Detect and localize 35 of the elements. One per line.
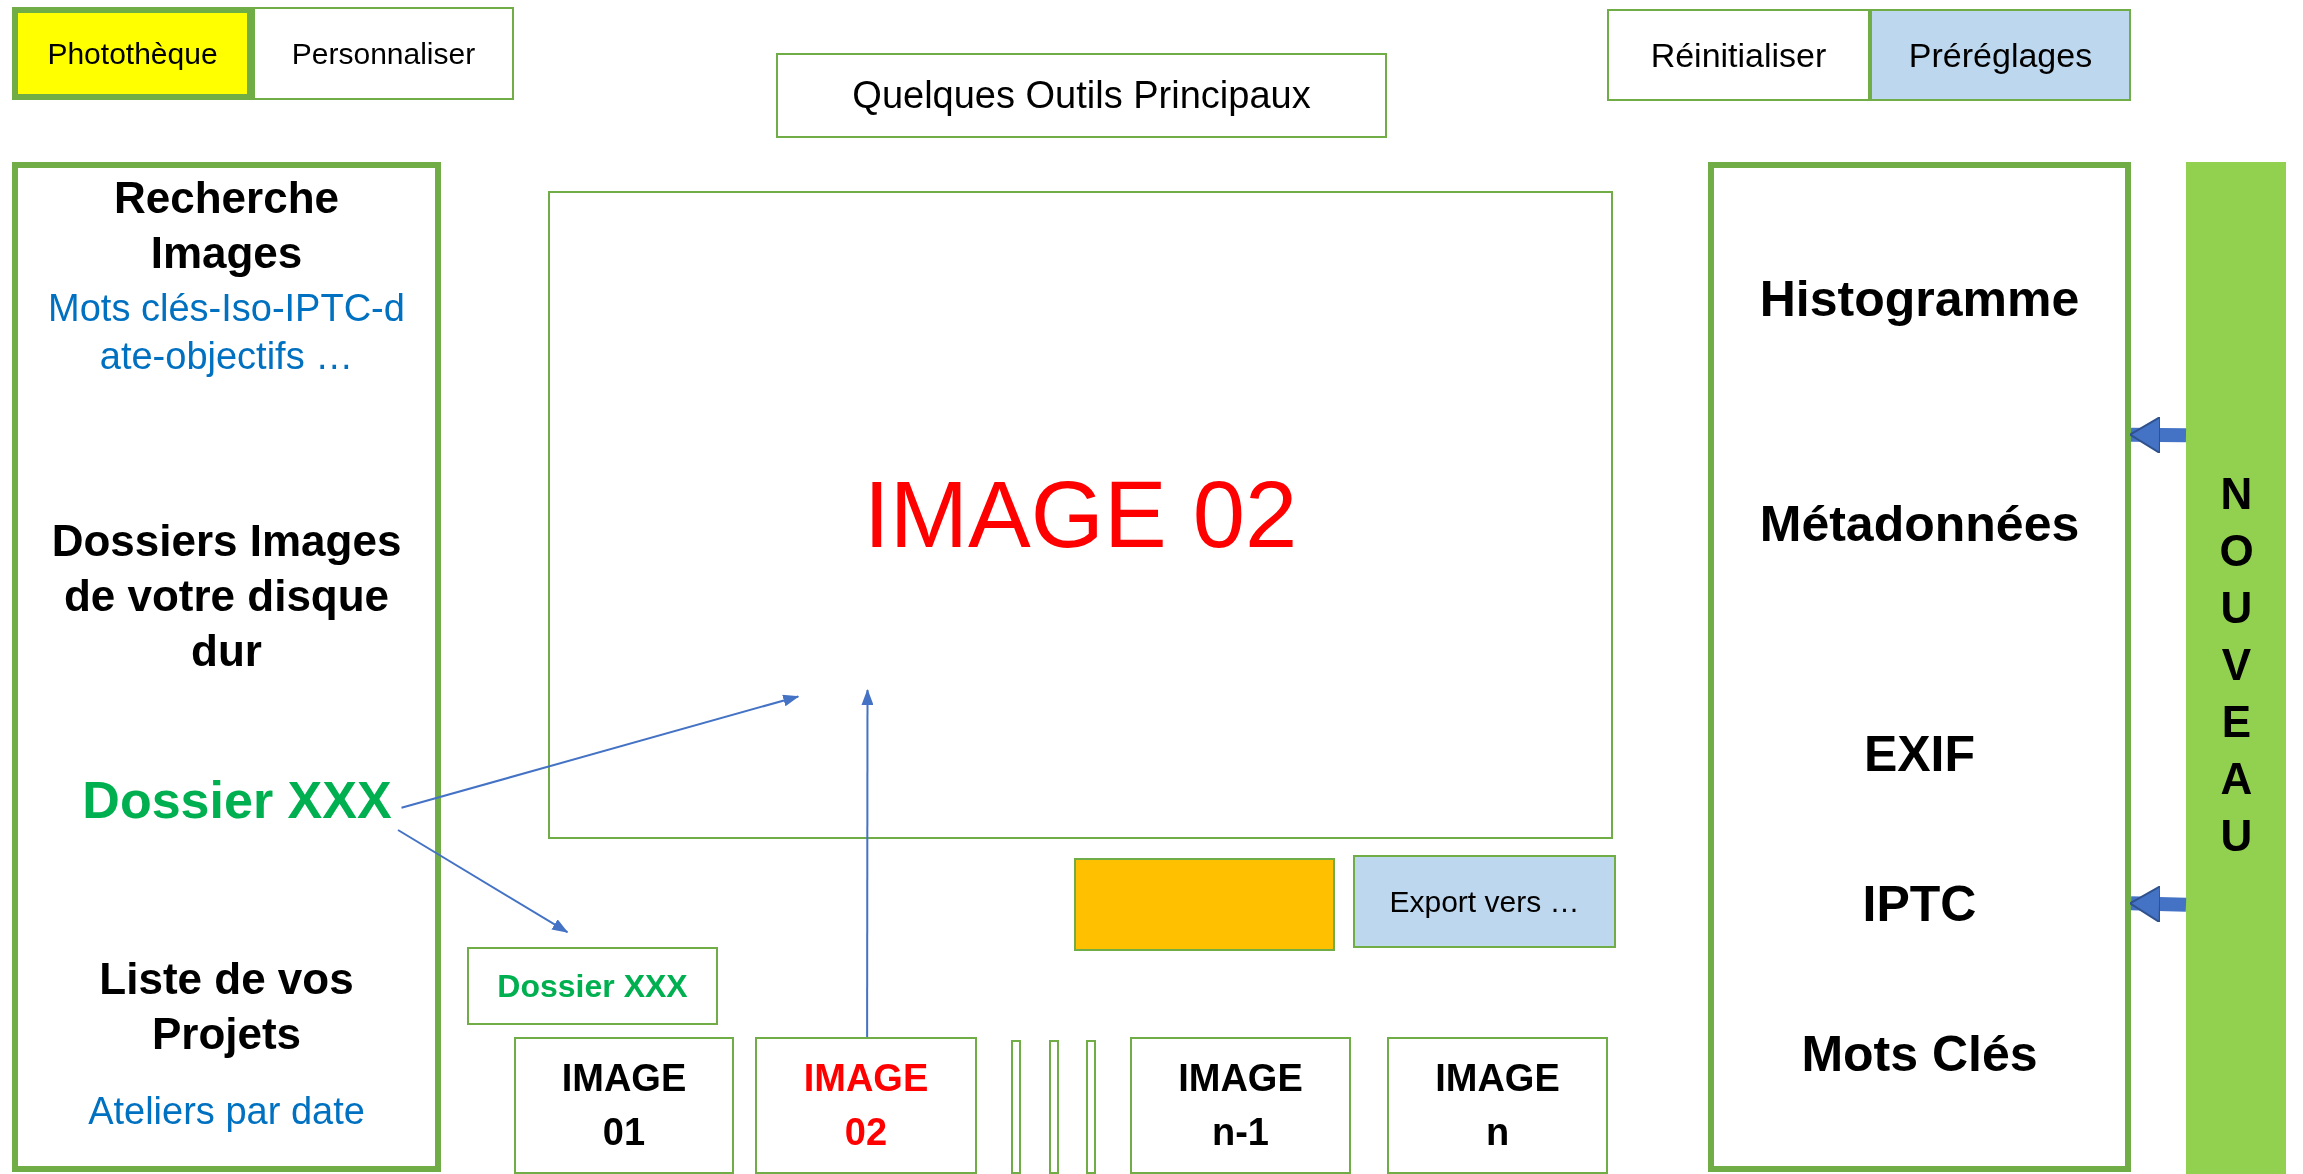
section-heading: Mots Clés xyxy=(1800,1025,2039,1084)
new-banner: NOUVEAU xyxy=(2186,162,2286,1174)
presets-button: Préréglages xyxy=(1870,9,2131,101)
thumbnail-bar xyxy=(1086,1040,1096,1174)
arrow xyxy=(400,694,800,809)
folder-box: Dossier XXX xyxy=(467,947,718,1025)
arrow xyxy=(2129,885,2187,924)
thumbnail-bar xyxy=(1049,1040,1059,1174)
library-tab: Photothèque xyxy=(12,7,253,100)
section-subtitle: Mots clés-Iso-IPTC-date-objectifs … xyxy=(47,286,406,379)
section-heading: Dossiers Images de votre disque dur xyxy=(50,515,403,677)
section-heading: EXIF xyxy=(1862,725,1977,784)
reset-button: Réinitialiser xyxy=(1607,9,1870,101)
toolbar-title-box: Quelques Outils Principaux xyxy=(776,53,1387,138)
customize-tab: Personnaliser xyxy=(253,7,514,100)
thumbnail-bar xyxy=(1011,1040,1021,1174)
plugin-button xyxy=(1074,858,1335,951)
arrow xyxy=(2129,416,2187,454)
folder-link: Dossier XXX xyxy=(62,770,412,830)
thumbnail-card: IMAGE 01 xyxy=(514,1037,734,1174)
thumbnail-card: IMAGE n xyxy=(1387,1037,1608,1174)
arrow xyxy=(397,829,569,934)
thumbnail-card: IMAGE 02 xyxy=(755,1037,977,1174)
section-heading: Métadonnées xyxy=(1758,495,2081,554)
section-subtitle: Ateliers par date xyxy=(87,1089,366,1134)
section-heading: IPTC xyxy=(1861,875,1978,934)
section-heading: Liste de vos Projets xyxy=(98,953,355,1060)
section-heading: Recherche Images xyxy=(113,172,340,279)
image-preview: IMAGE 02 xyxy=(548,191,1613,839)
section-heading: Histogramme xyxy=(1758,270,2081,329)
export-button: Export vers … xyxy=(1353,855,1616,948)
thumbnail-card: IMAGE n-1 xyxy=(1130,1037,1351,1174)
info-panel xyxy=(1708,162,2131,1172)
sidebar-panel xyxy=(12,162,441,1172)
arrow xyxy=(861,688,874,1038)
